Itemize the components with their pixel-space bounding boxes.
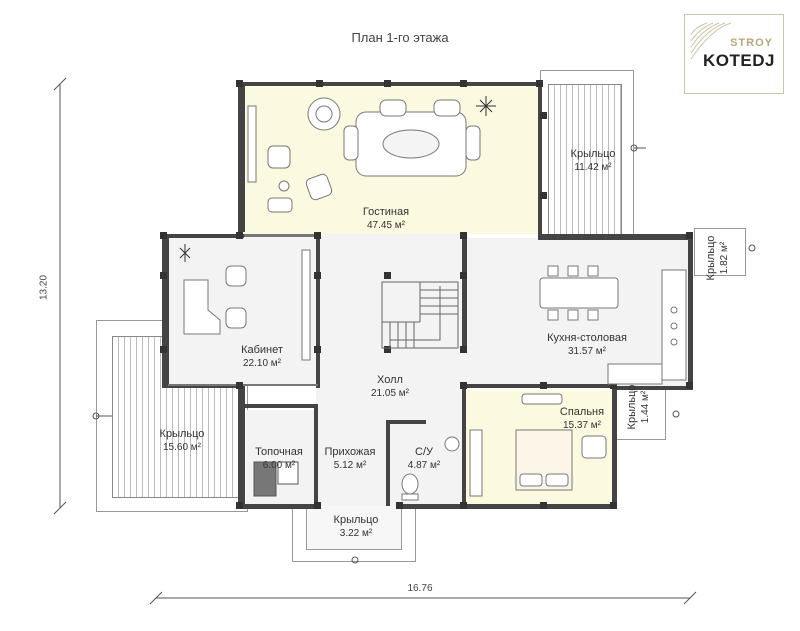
dimension-width: 16.76: [407, 583, 433, 594]
wall: [162, 384, 242, 388]
column: [314, 346, 321, 353]
wall: [162, 234, 244, 238]
bedroom-furniture: [469, 393, 607, 497]
inner-wall: [242, 404, 318, 408]
column: [236, 502, 243, 509]
inner-wall: [168, 384, 318, 386]
column: [540, 192, 547, 199]
logo-line2: KOTEDJ: [703, 51, 775, 70]
logo-arcs-icon: [690, 22, 732, 60]
inner-wall: [244, 234, 320, 237]
boiler-equipment: [253, 461, 299, 497]
wc-furniture: [401, 436, 460, 501]
inner-wall: [462, 272, 467, 352]
wall: [538, 234, 692, 240]
column: [610, 382, 617, 389]
column: [460, 346, 467, 353]
column: [460, 232, 467, 239]
column: [314, 502, 321, 509]
wall: [616, 386, 693, 390]
column: [686, 232, 693, 239]
column: [384, 346, 391, 353]
column: [610, 502, 617, 509]
column: [236, 80, 243, 87]
brand-logo: STROY KOTEDJ: [684, 14, 784, 94]
porch-se-frame: [616, 386, 666, 440]
column: [236, 232, 243, 239]
column: [540, 382, 547, 389]
column: [540, 502, 547, 509]
inner-wall: [386, 420, 390, 506]
wall: [538, 82, 542, 238]
logo-line1: STROY: [730, 37, 773, 49]
inner-wall: [386, 420, 426, 424]
inner-wall: [314, 404, 318, 508]
column: [460, 502, 467, 509]
office-furniture: [179, 244, 311, 361]
porch-s-step: [306, 504, 402, 550]
column: [314, 272, 321, 279]
plan-title: План 1-го этажа: [351, 30, 449, 45]
porch-ne-deck: [548, 84, 622, 236]
living-room-furniture: [247, 96, 496, 213]
column: [314, 232, 321, 239]
column: [396, 502, 403, 509]
column: [536, 80, 543, 87]
porch-e-frame: [694, 228, 746, 276]
dimension-height: 13.20: [38, 274, 50, 301]
inner-wall: [316, 236, 320, 388]
wall: [162, 236, 169, 388]
wall: [238, 82, 245, 232]
wall: [398, 504, 464, 509]
wall: [688, 234, 693, 390]
wall: [612, 386, 617, 508]
staircase: [381, 281, 459, 349]
column: [686, 382, 693, 389]
inner-wall: [462, 384, 466, 506]
column: [236, 382, 243, 389]
column: [160, 272, 167, 279]
inner-wall: [462, 384, 616, 388]
wall: [462, 504, 616, 509]
kitchen-furniture: [539, 265, 687, 385]
column: [460, 382, 467, 389]
column: [460, 80, 467, 87]
column: [384, 80, 391, 87]
wall: [238, 504, 316, 509]
column: [160, 232, 167, 239]
column: [460, 272, 467, 279]
entry-floor: [316, 424, 388, 506]
inner-wall: [462, 236, 467, 274]
column: [384, 272, 391, 279]
wall: [238, 384, 245, 508]
column: [540, 112, 547, 119]
column: [160, 346, 167, 353]
column: [316, 80, 323, 87]
hall-floor: [316, 274, 468, 424]
